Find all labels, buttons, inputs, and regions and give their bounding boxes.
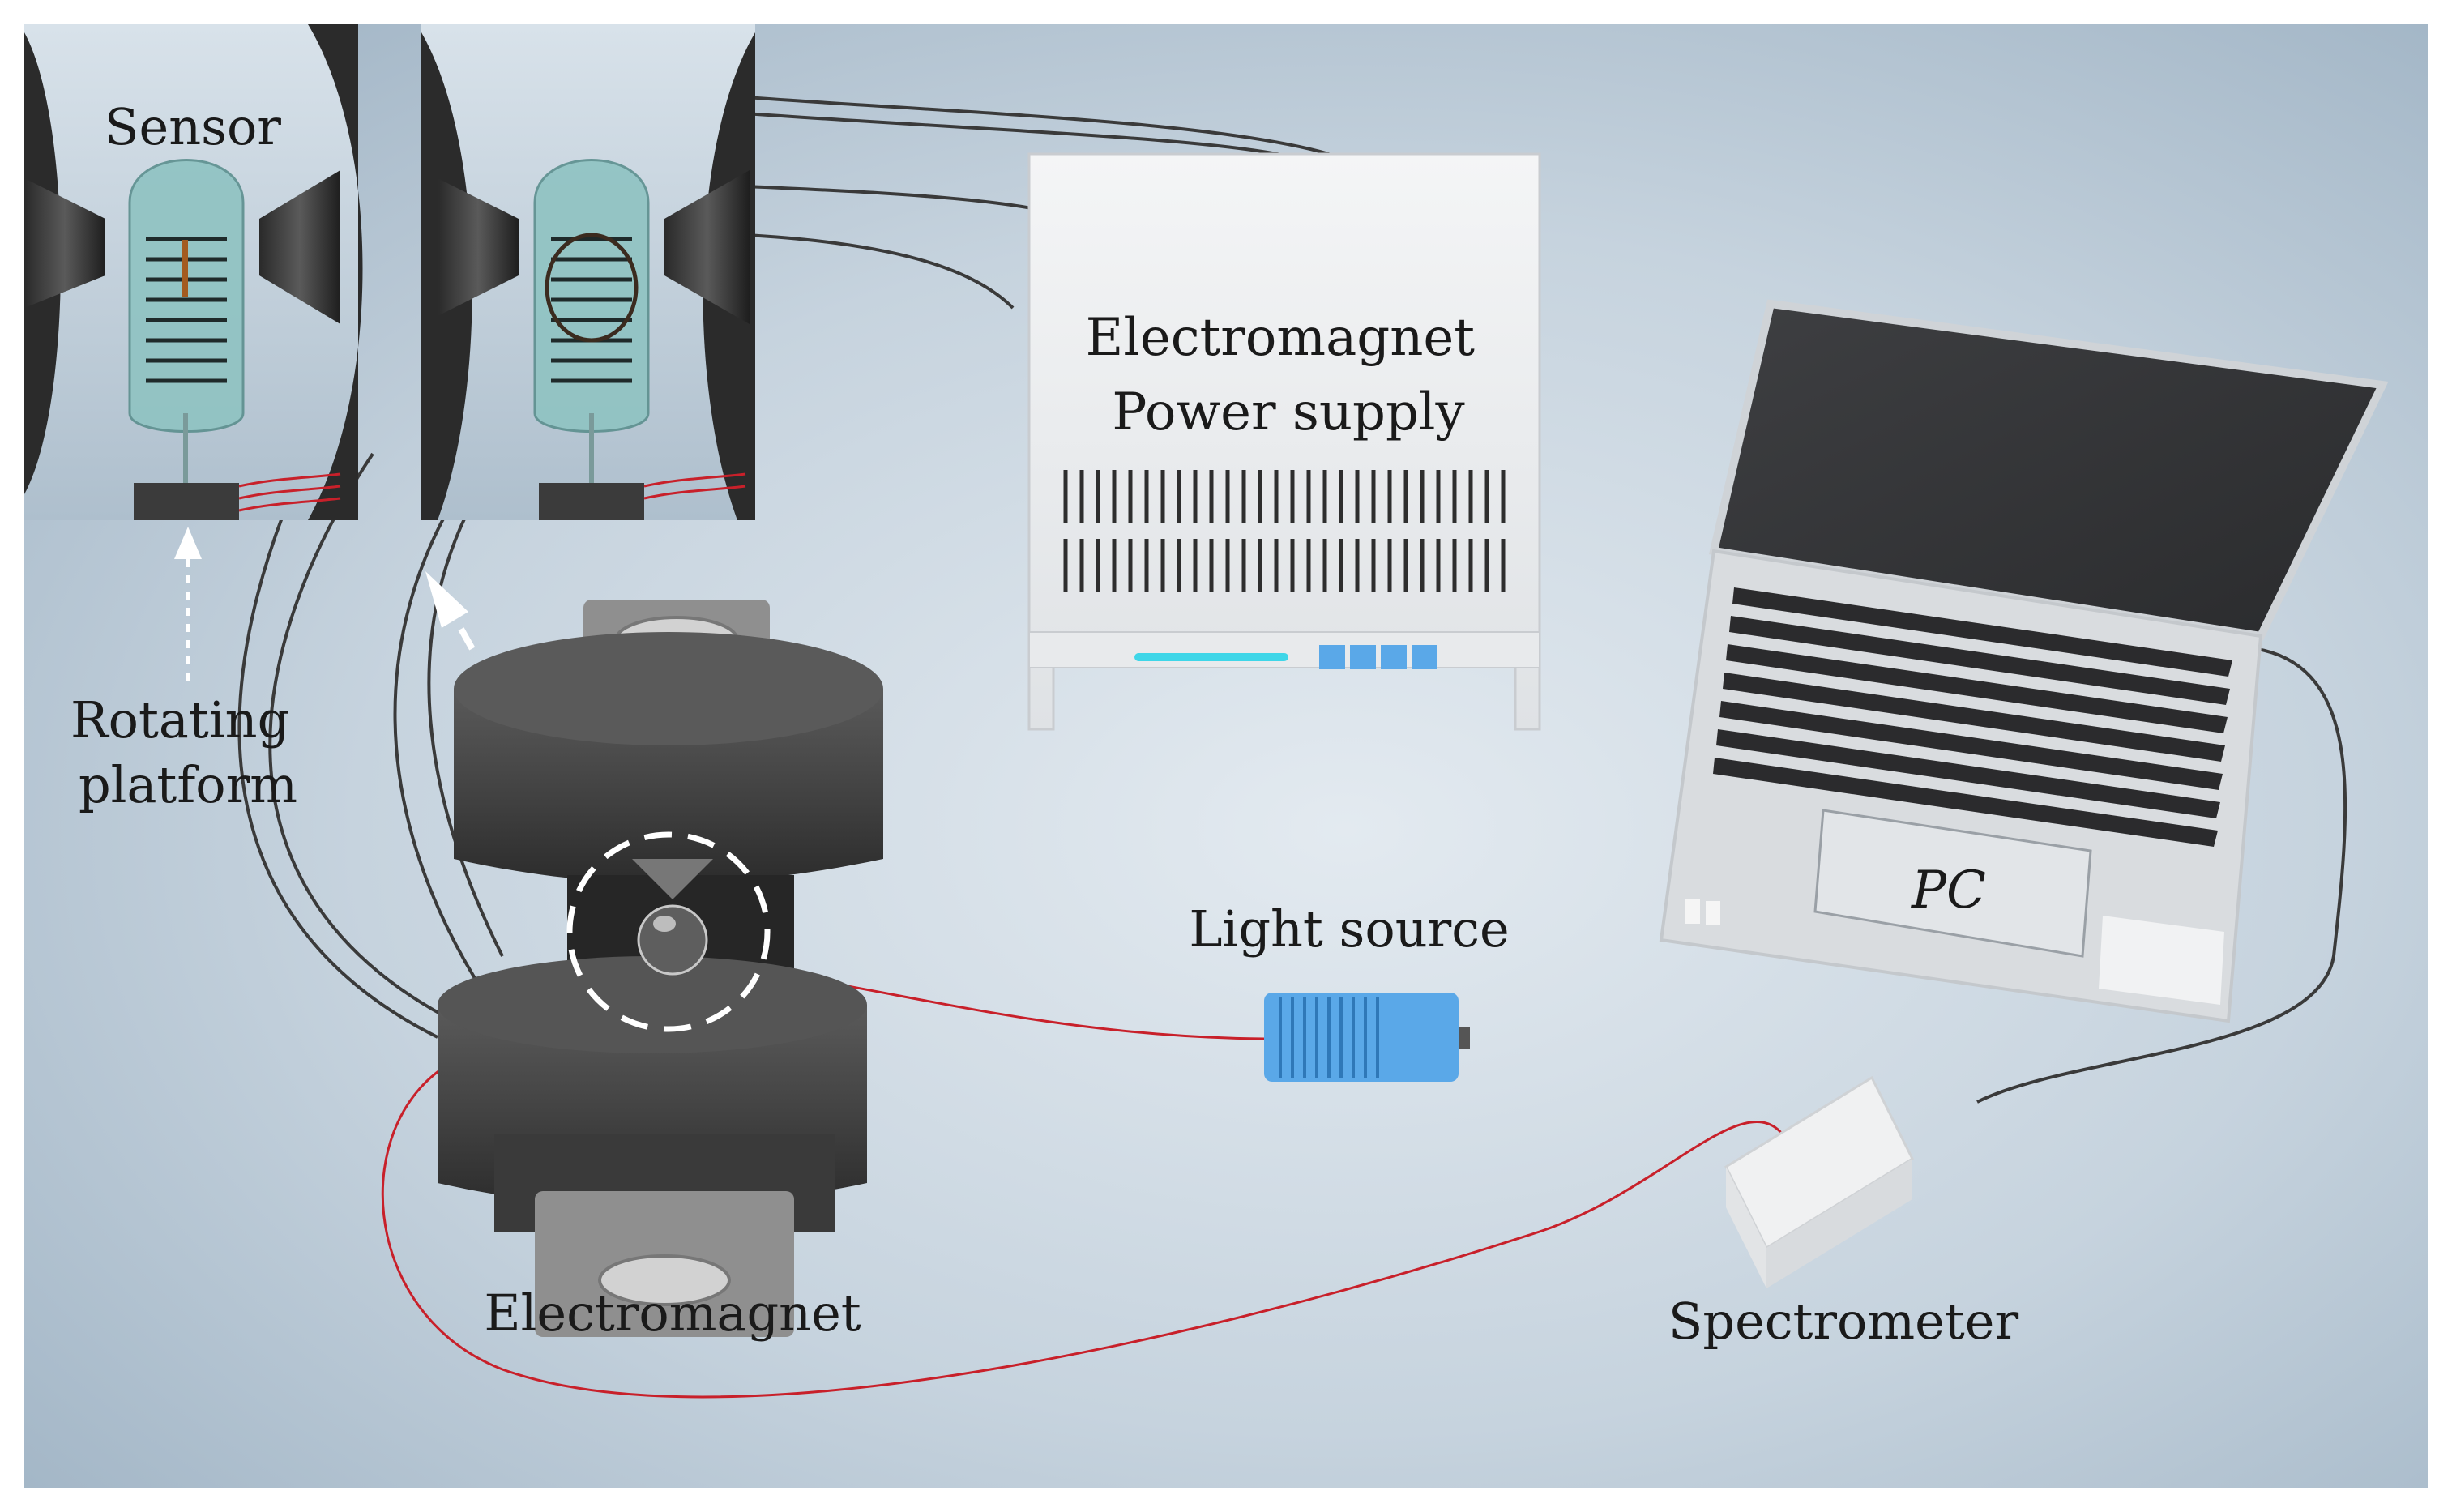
touchpad bbox=[1813, 809, 2092, 958]
vent-grille bbox=[1063, 470, 1506, 592]
power-supply-label: Electromagnet Power supply bbox=[1086, 308, 1492, 442]
power-supply-line1: Electromagnet bbox=[1086, 308, 1476, 368]
electromagnet-label: Electromagnet bbox=[484, 1283, 861, 1343]
pc-label: PC bbox=[1911, 861, 1986, 920]
spectrometer-label: Spectrometer bbox=[1668, 1292, 2019, 1351]
control-button-4 bbox=[1412, 645, 1437, 669]
electromagnet-power-supply bbox=[1027, 152, 1541, 731]
spectrometer bbox=[1724, 1075, 1914, 1288]
keyboard bbox=[1713, 587, 2232, 847]
light-source-label: Light source bbox=[1189, 899, 1509, 959]
sensor-inset-loop bbox=[421, 24, 755, 520]
laptop-pc bbox=[1659, 299, 2389, 1023]
rotating-platform-line1: Rotating bbox=[70, 690, 289, 750]
light-source bbox=[1264, 993, 1470, 1082]
control-button-1 bbox=[1319, 645, 1345, 669]
zoom-arrow bbox=[425, 571, 570, 820]
sensor-label: Sensor bbox=[105, 97, 281, 156]
rotating-platform-label: Rotating platform bbox=[70, 690, 305, 814]
sensor-inset-straight bbox=[24, 24, 363, 520]
power-supply-line2: Power supply bbox=[1112, 382, 1464, 442]
rotating-platform-line2: platform bbox=[79, 755, 297, 814]
rotating-platform-arrow bbox=[174, 527, 202, 681]
control-button-2 bbox=[1350, 645, 1376, 669]
electromagnet bbox=[438, 600, 883, 1337]
sensor-highlight-circle bbox=[566, 831, 771, 1032]
indicator-light bbox=[1134, 653, 1288, 661]
control-button-3 bbox=[1381, 645, 1407, 669]
